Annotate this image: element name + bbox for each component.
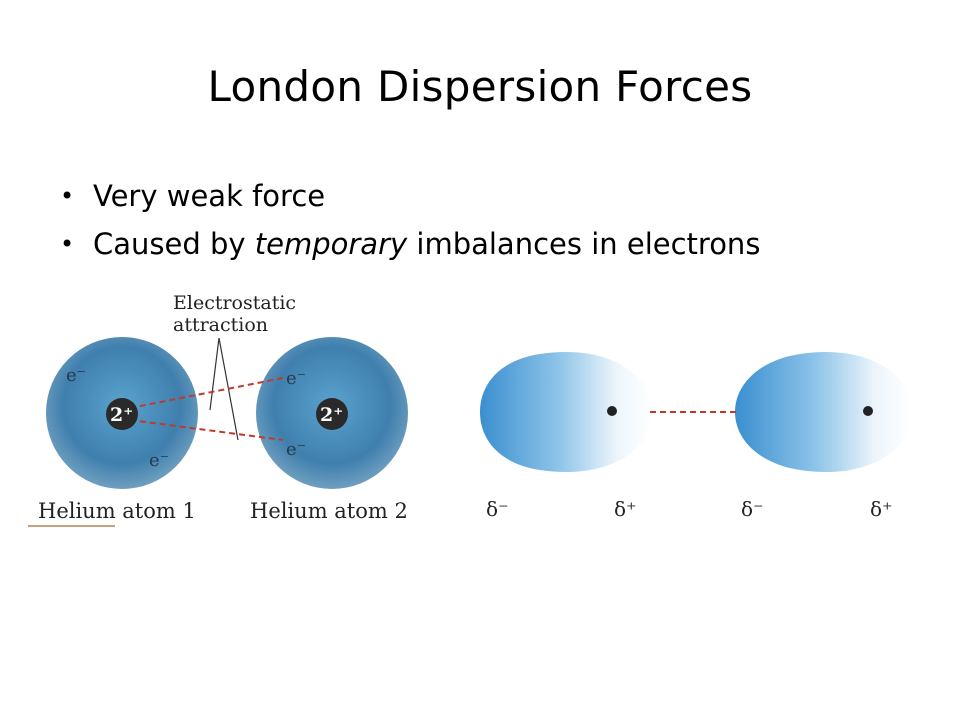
callout-text-line1: Electrostatic (173, 292, 296, 314)
partial-charge-label: δ⁺ (614, 497, 637, 521)
bullet-item: • Caused by temporary imbalances in elec… (60, 220, 760, 268)
nucleus-2-charge: 2⁺ (320, 404, 343, 426)
nucleus-1-charge: 2⁺ (110, 404, 133, 426)
bullet-dot-icon: • (60, 230, 75, 258)
bullet-text-after: imbalances in electrons (407, 227, 761, 261)
dispersion-diagram: 2⁺ 2⁺ e⁻ e⁻ e⁻ e⁻ Electrostatic attracti… (28, 290, 912, 530)
nucleus-1 (106, 398, 138, 430)
bullet-list: • Very weak force • Caused by temporary … (60, 172, 760, 268)
partial-charge-label: δ⁺ (870, 497, 893, 521)
helium-panel: 2⁺ 2⁺ e⁻ e⁻ e⁻ e⁻ Electrostatic attracti… (28, 290, 452, 530)
callout-text-line2: attraction (173, 314, 268, 336)
polarized-nucleus-1 (607, 406, 617, 416)
dipole-panel: δ⁻ δ⁺ δ⁻ δ⁺ (480, 351, 912, 521)
atom-label-2: Helium atom 2 (250, 499, 408, 523)
partial-charge-label: δ⁻ (741, 497, 764, 521)
bullet-text: Very weak force (93, 179, 326, 213)
bullet-item: • Very weak force (60, 172, 760, 220)
bullet-text-before: Caused by (93, 227, 255, 261)
bullet-dot-icon: • (60, 182, 75, 210)
attraction-line-upper (129, 377, 284, 409)
attraction-line-lower (129, 419, 284, 441)
polarized-atom-1 (480, 351, 652, 473)
polarized-atom-2 (735, 351, 912, 473)
electron-label: e⁻ (286, 368, 306, 389)
slide-title: London Dispersion Forces (207, 62, 753, 111)
electron-label: e⁻ (149, 450, 169, 471)
atom-label-1: Helium atom 1 (38, 499, 196, 523)
partial-charge-label: δ⁻ (486, 497, 509, 521)
electron-label: e⁻ (66, 365, 86, 386)
bullet-emphasis: temporary (254, 227, 408, 261)
polarized-nucleus-2 (863, 406, 873, 416)
nucleus-2 (316, 398, 348, 430)
electron-label: e⁻ (286, 439, 306, 460)
